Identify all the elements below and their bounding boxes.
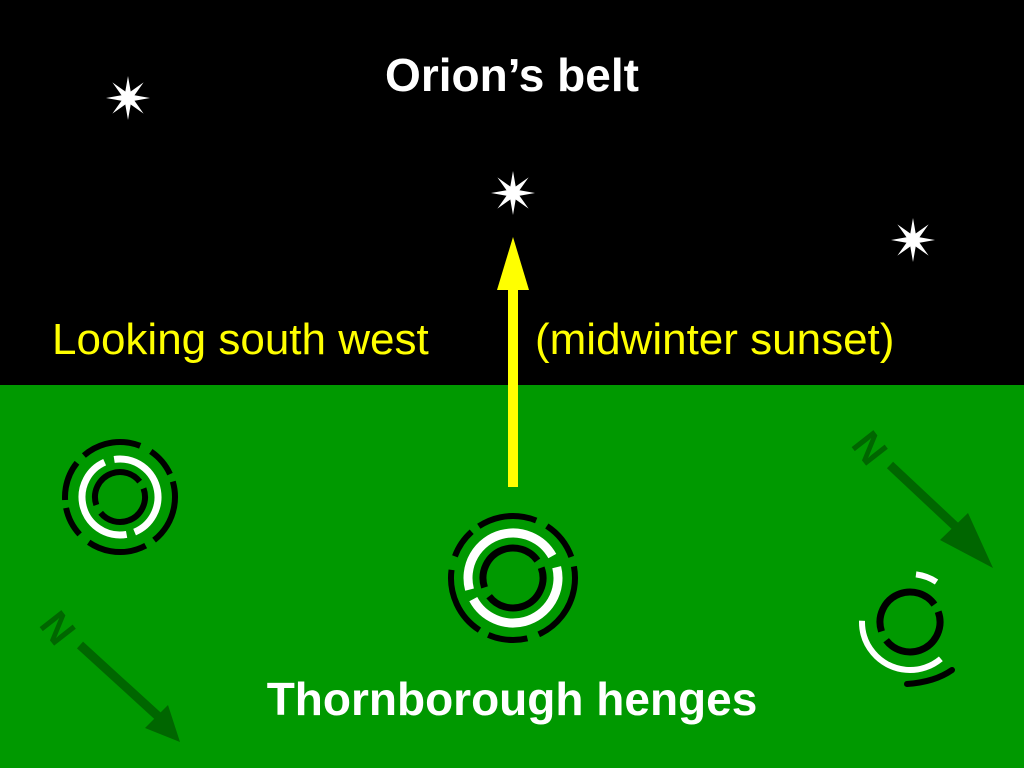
sightline-arrow (497, 237, 529, 487)
star-icon (891, 218, 935, 262)
diagram-title: Orion’s belt (385, 49, 639, 101)
direction-note: (midwinter sunset) (535, 315, 895, 364)
star-icon (491, 171, 535, 215)
site-label: Thornborough henges (266, 673, 758, 725)
star-icon (106, 76, 150, 120)
direction-label: Looking south west (52, 315, 429, 364)
